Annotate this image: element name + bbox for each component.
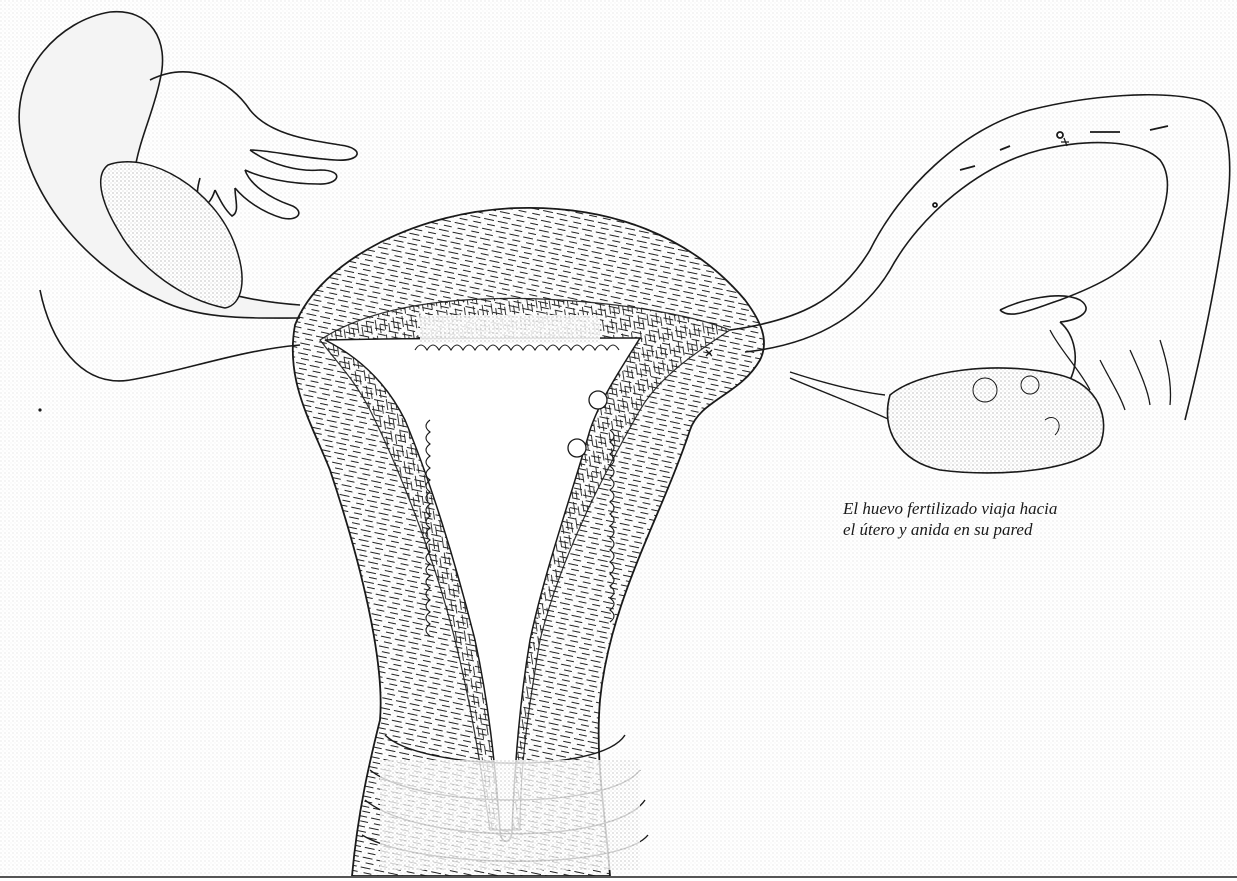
caption-line-2: el útero y anida en su pared <box>843 519 1143 540</box>
caption: El huevo fertilizado viaja hacia el úter… <box>843 498 1143 540</box>
fundus-stipple <box>420 315 600 343</box>
vaginal-stipple <box>380 760 640 870</box>
bottom-rule <box>0 876 1237 878</box>
caption-line-1: El huevo fertilizado viaja hacia <box>843 498 1143 519</box>
stray-dot <box>38 408 41 411</box>
